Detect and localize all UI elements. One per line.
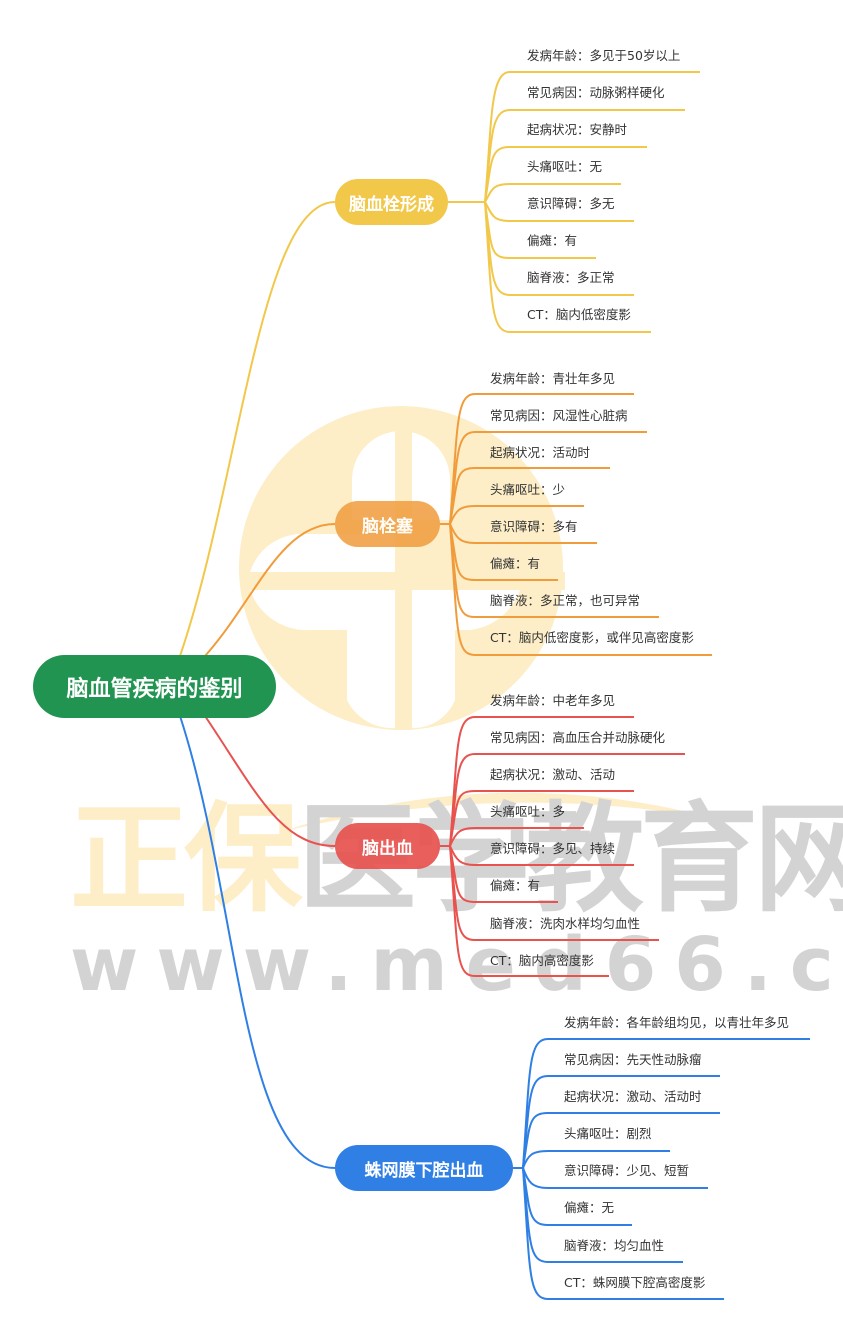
leaf-item[interactable]: 偏瘫：无	[564, 1200, 615, 1215]
leaf-item[interactable]: 发病年龄：多见于50岁以上	[527, 48, 681, 63]
branch-topic-label: 蛛网膜下腔出血	[364, 1160, 484, 1181]
branch-topic-embolism[interactable]: 脑栓塞	[335, 501, 440, 547]
leaf-item[interactable]: 发病年龄：各年龄组均见，以青壮年多见	[564, 1015, 790, 1030]
leaf-item[interactable]: 意识障碍：多无	[527, 196, 615, 211]
leaf-item[interactable]: 头痛呕吐：少	[490, 482, 566, 497]
leaf-item[interactable]: 起病状况：激动、活动	[490, 767, 616, 782]
leaf-item[interactable]: 头痛呕吐：剧烈	[564, 1126, 652, 1141]
leaf-item[interactable]: 常见病因：高血压合并动脉硬化	[490, 730, 666, 745]
leaf-item[interactable]: 偏瘫：有	[490, 556, 541, 571]
branch-topic-hemorrhage[interactable]: 脑出血	[335, 823, 440, 869]
branch-topic-label: 脑栓塞	[362, 516, 413, 537]
branch-topic-label: 脑血栓形成	[349, 194, 434, 215]
leaf-item[interactable]: 起病状况：活动时	[490, 445, 591, 460]
root-topic[interactable]: 脑血管疾病的鉴别	[33, 655, 276, 718]
leaf-item[interactable]: 脑脊液：多正常	[527, 270, 615, 285]
root-topic-label: 脑血管疾病的鉴别	[66, 676, 243, 702]
leaf-item[interactable]: 意识障碍：少见、短暂	[564, 1163, 690, 1178]
leaf-item[interactable]: 起病状况：激动、活动时	[564, 1089, 702, 1104]
leaf-item[interactable]: 脑脊液：均匀血性	[564, 1238, 665, 1253]
leaf-item[interactable]: CT：脑内低密度影	[527, 307, 631, 322]
branch-topic-subarachnoid-hemorrhage[interactable]: 蛛网膜下腔出血	[335, 1145, 513, 1191]
leaf-item[interactable]: CT：脑内低密度影，或伴见高密度影	[490, 630, 694, 645]
leaf-item[interactable]: 偏瘫：有	[527, 233, 578, 248]
leaf-item[interactable]: CT：蛛网膜下腔高密度影	[564, 1275, 706, 1290]
branch-topic-thrombosis[interactable]: 脑血栓形成	[335, 179, 448, 225]
leaf-item[interactable]: 常见病因：先天性动脉瘤	[564, 1052, 702, 1067]
leaf-item[interactable]: 头痛呕吐：多	[490, 804, 566, 819]
leaf-item[interactable]: CT：脑内高密度影	[490, 953, 594, 968]
leaf-item[interactable]: 常见病因：动脉粥样硬化	[527, 85, 665, 100]
branch-topic-label: 脑出血	[362, 838, 413, 859]
leaf-item[interactable]: 常见病因：风湿性心脏病	[490, 408, 628, 423]
leaf-item[interactable]: 头痛呕吐：无	[527, 159, 603, 174]
leaf-item[interactable]: 偏瘫：有	[490, 878, 541, 893]
leaf-item[interactable]: 起病状况：安静时	[527, 122, 628, 137]
leaf-item[interactable]: 脑脊液：洗肉水样均匀血性	[490, 916, 641, 931]
leaf-item[interactable]: 发病年龄：青壮年多见	[490, 371, 616, 386]
leaf-item[interactable]: 脑脊液：多正常，也可异常	[490, 593, 641, 608]
leaf-item[interactable]: 意识障碍：多见、持续	[490, 841, 616, 856]
leaf-item[interactable]: 意识障碍：多有	[490, 519, 578, 534]
leaf-item[interactable]: 发病年龄：中老年多见	[490, 693, 616, 708]
